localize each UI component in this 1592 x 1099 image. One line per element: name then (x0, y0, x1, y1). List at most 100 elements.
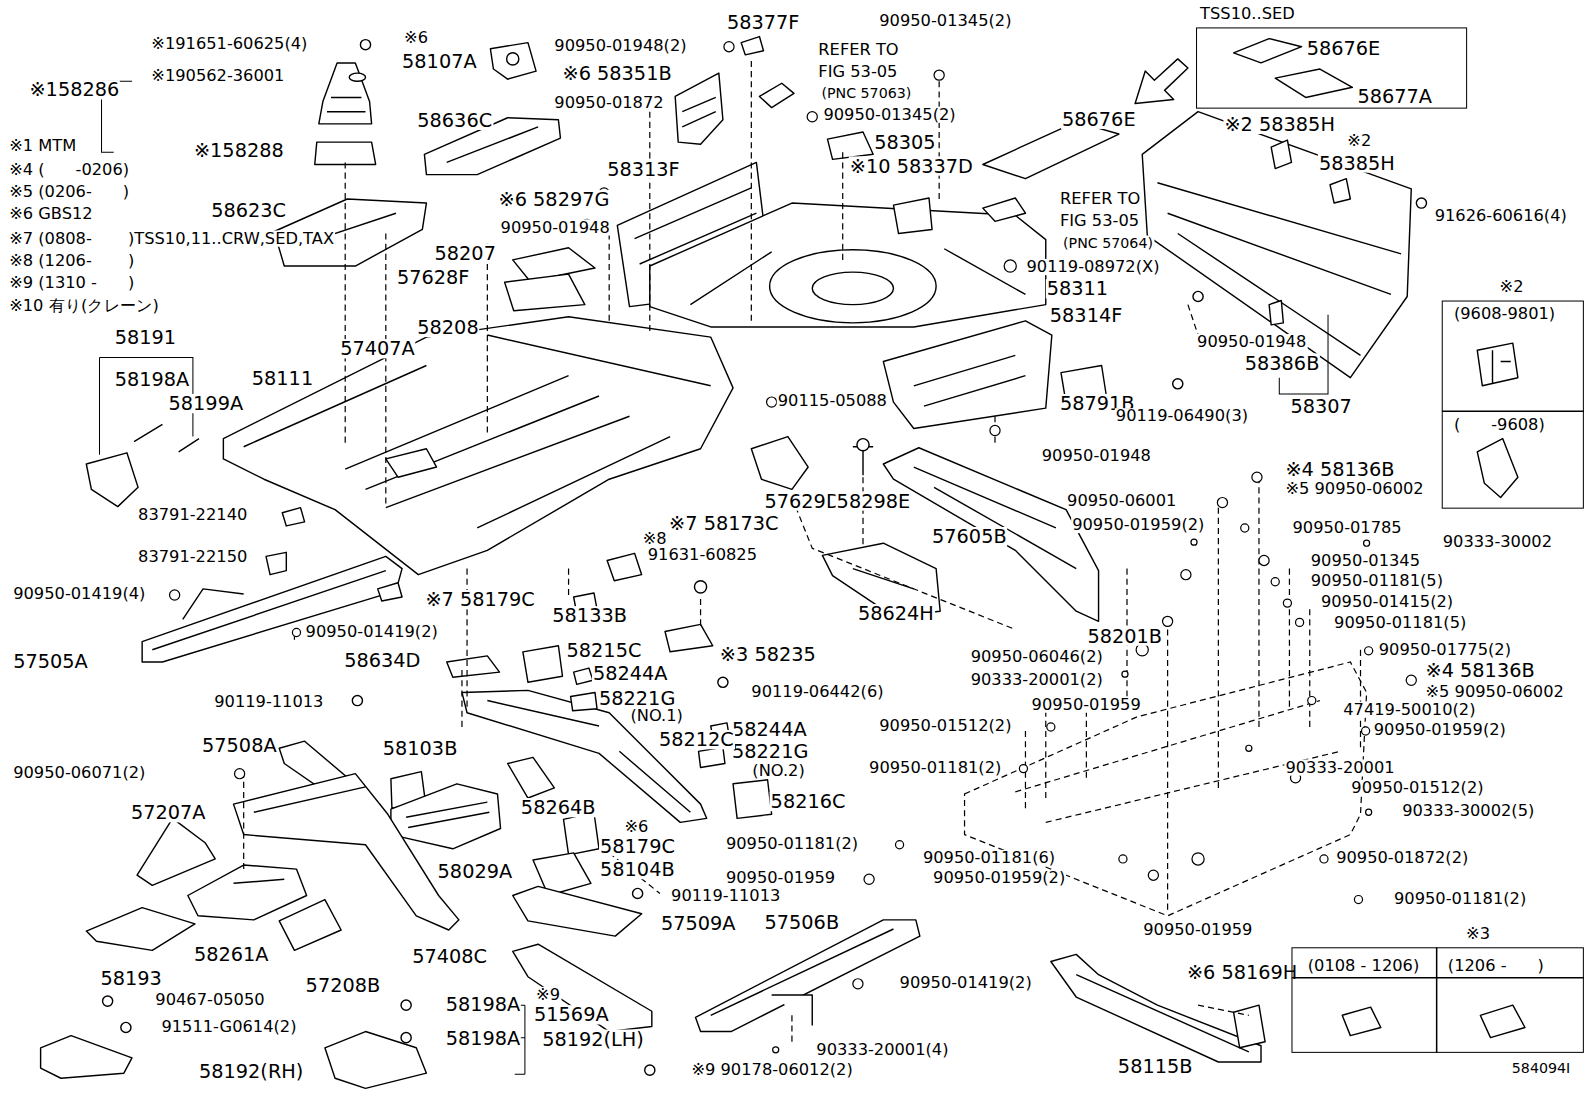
callout-number: 90950-01775(2) (1378, 642, 1512, 658)
callout-number: ※7 (0808- )TSS10,11..CRW,SED,TAX (8, 230, 335, 246)
part-number: 57605B (931, 527, 1008, 546)
box-text: ( -9608) (1453, 417, 1546, 433)
callout-number: ※6 (623, 818, 649, 834)
callout-number: ※9 90178-06012(2) (690, 1062, 853, 1078)
callout-number: 90119-11013 (670, 887, 781, 903)
part-number: ※3 58235 (719, 645, 817, 664)
part-number: 58305 (873, 133, 936, 152)
part-number: 58307 (1289, 397, 1352, 416)
callout-number: 90119-08972(X) (1025, 259, 1160, 275)
callout-number: ※9 (535, 987, 561, 1003)
part-number: 58115B (1117, 1057, 1194, 1076)
part-number: 58179C (599, 837, 676, 856)
part-number: 51569A (533, 1005, 610, 1024)
part-number: 57208B (305, 976, 382, 995)
callout-number: ※2 (1346, 133, 1372, 149)
callout-number: (NO.1) (629, 708, 683, 724)
box-heading: ※3 (1465, 926, 1491, 942)
part-number: ※7 58173C (668, 514, 779, 533)
part-number: 58221G (598, 688, 676, 707)
part-number: 58636C (416, 111, 493, 130)
callout-number: 90950-01181(6) (922, 850, 1056, 866)
part-number: ※6 58297G (498, 190, 611, 209)
note-box: TSS10..SED58676E58677A (1196, 27, 1467, 108)
box-text: (9608-9801) (1453, 306, 1556, 322)
callout-number: 90950-01785 (1291, 520, 1402, 536)
callout-number: 90950-01181(2) (725, 836, 859, 852)
callout-number: 90950-01872(2) (1335, 850, 1469, 866)
callout-number: 90950-01419(2) (899, 975, 1033, 991)
part-number: 58244A (592, 664, 669, 683)
part-number: ※2 58385H (1223, 115, 1335, 134)
callout-number: 90333-20001(4) (815, 1042, 949, 1058)
callout-number: 90950-01181(5) (1310, 573, 1444, 589)
part-number: 57629D (764, 491, 842, 510)
part-number: 58385H (1318, 153, 1396, 172)
callout-number: 90467-05050 (154, 992, 265, 1008)
callout-number: 90950-06046(2) (970, 649, 1104, 665)
callout-number: FIG 53-05 (1059, 213, 1140, 229)
callout-number: 90333-20001(2) (970, 672, 1104, 688)
part-number: ※4 58136B (1284, 460, 1395, 479)
callout-number: ※5 (0206- ) (8, 184, 130, 200)
part-number: 57407A (339, 339, 416, 358)
box-heading: TSS10..SED (1199, 6, 1296, 22)
callout-number: 90950-01181(5) (1333, 615, 1467, 631)
part-number: 58198A (445, 1029, 522, 1048)
note-box: ※2(9608-9801)( -9608) (1442, 301, 1584, 509)
callout-number: 90950-01948 (1041, 448, 1152, 464)
part-number: 58298E (836, 491, 912, 510)
part-number: 57509A (660, 914, 737, 933)
box-heading: ※2 (1499, 279, 1525, 295)
part-number: 57207A (130, 803, 207, 822)
callout-number: 83791-22150 (137, 549, 248, 565)
callout-number: REFER TO (1059, 191, 1141, 207)
callout-number: 90950-01948 (1196, 334, 1307, 350)
part-number: 58103B (382, 739, 459, 758)
callout-number: 90950-01959(2) (932, 870, 1066, 886)
part-number: 58377F (726, 13, 800, 32)
part-number: ※10 58337D (849, 156, 974, 175)
callout-number: 90119-06442(6) (750, 683, 884, 699)
part-number: 58201B (1086, 626, 1163, 645)
callout-number: 90333-30002(5) (1401, 803, 1535, 819)
part-number: 57505A (12, 652, 89, 671)
callout-number: 91626-60616(4) (1434, 208, 1568, 224)
part-number: 58216C (770, 792, 847, 811)
part-number: 58192(RH) (198, 1062, 304, 1081)
part-number: ※7 58179C (424, 590, 535, 609)
callout-number: ※9 (1310 - ) (8, 275, 135, 291)
callout-number: 90115-05088 (777, 393, 888, 409)
part-number: 58199A (168, 394, 245, 413)
part-number: ※158286 (28, 80, 120, 99)
part-number: ※158288 (193, 141, 285, 160)
part-number: 58311 (1046, 279, 1109, 298)
callout-number: (PNC 57063) (820, 86, 912, 100)
part-number: ※6 58169H (1186, 963, 1298, 982)
part-number: 58029A (437, 862, 514, 881)
part-number: 58198A (114, 370, 191, 389)
part-number: 58193 (100, 969, 163, 988)
callout-number: ※5 90950-06002 (1284, 481, 1424, 497)
callout-number: 90950-01959 (1142, 922, 1253, 938)
callout-number: (PNC 57064) (1062, 236, 1154, 250)
callout-number: 90950-01959 (725, 870, 836, 886)
callout-number: 90950-01419(4) (12, 586, 146, 602)
callout-number: 90950-01415(2) (1320, 594, 1454, 610)
part-number: 58192(LH) (541, 1030, 645, 1049)
callout-number: 90950-01872 (553, 94, 664, 110)
callout-number: 584094I (1511, 1061, 1571, 1075)
box-text: 58677A (1356, 86, 1433, 105)
callout-number: ※6 (403, 29, 429, 45)
table-rule (1441, 300, 1583, 508)
box-text: (0108 - 1206) (1307, 957, 1421, 973)
callout-number: ※191651-60625(4) (150, 36, 308, 52)
part-number: 57506B (764, 913, 841, 932)
part-number: 58221G (731, 742, 809, 761)
part-number: 58207 (434, 244, 497, 263)
callout-number: REFER TO (817, 42, 899, 58)
part-number: 58624H (857, 604, 935, 623)
part-number: ※6 58351B (561, 64, 672, 83)
part-number: 58676E (1061, 110, 1137, 129)
callout-number: 91631-60825 (647, 547, 758, 563)
